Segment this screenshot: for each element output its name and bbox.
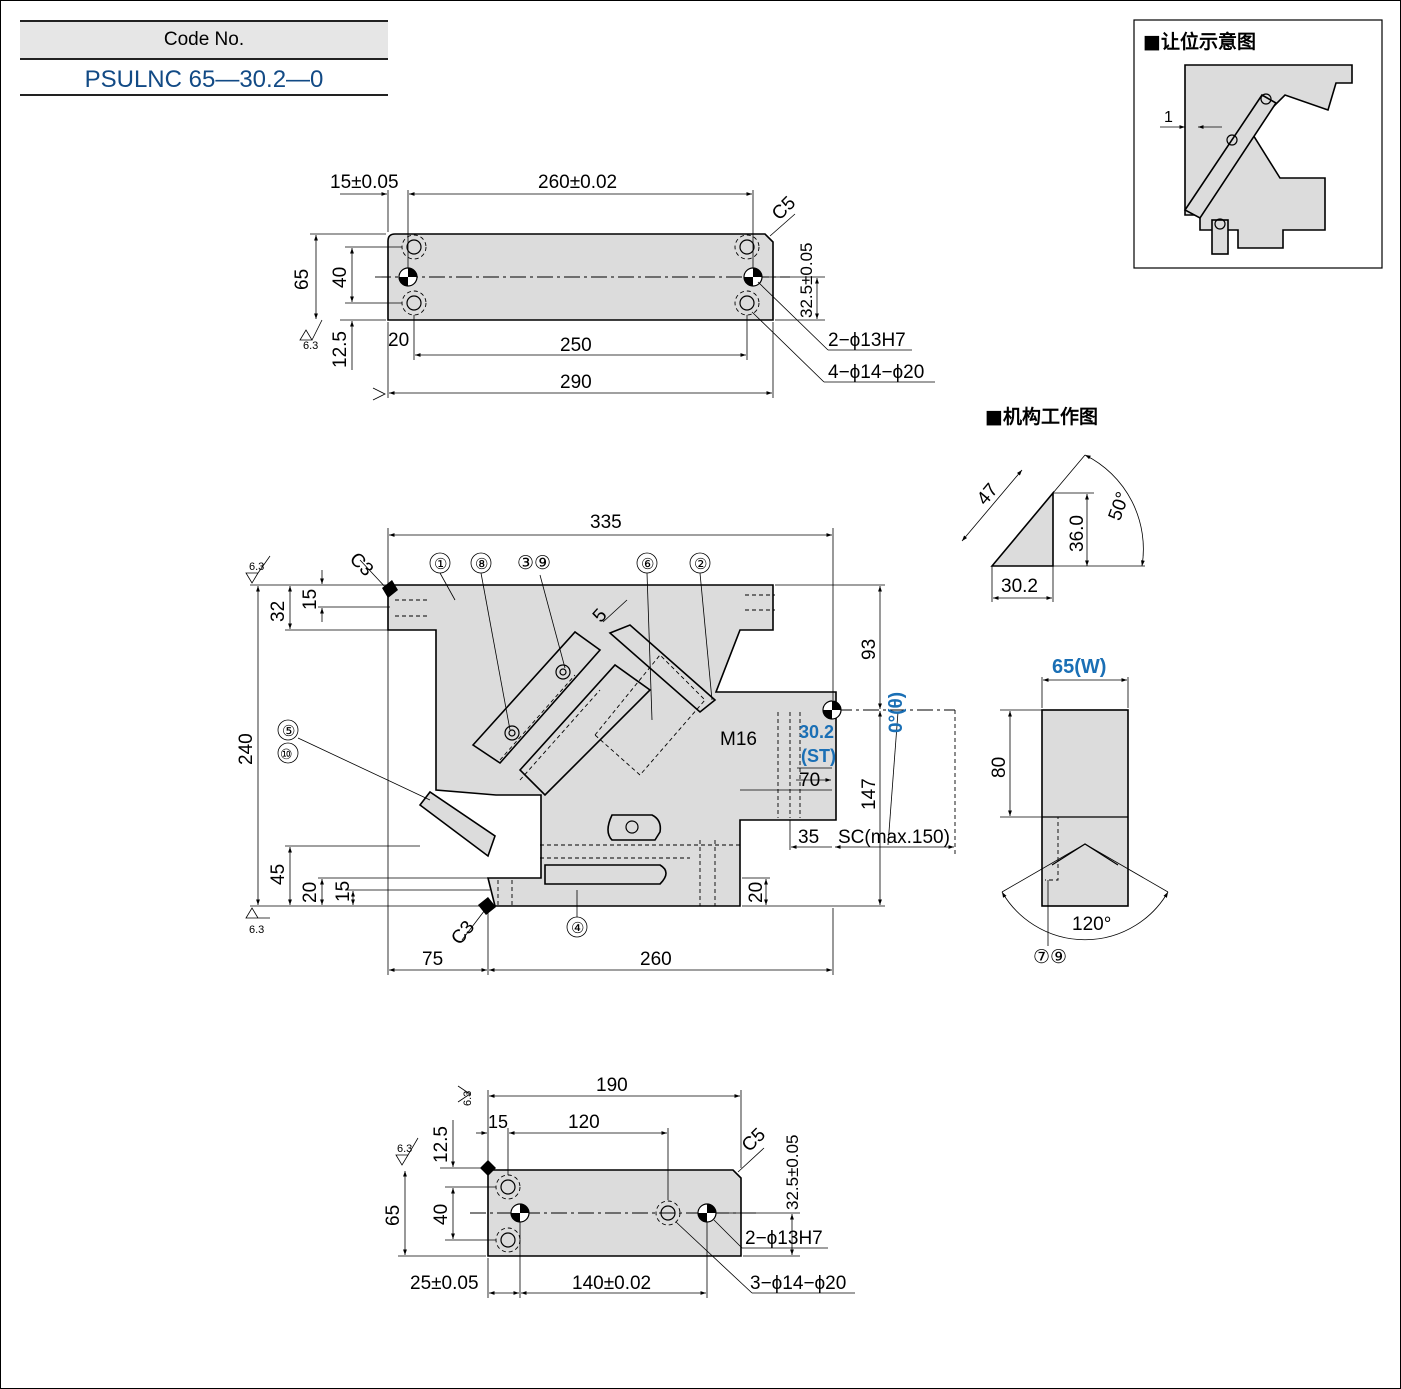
mechanism-inset: ■机构工作图 47 36.0 50° 30.2 <box>961 405 1145 602</box>
top-roughness: 6.3 <box>303 340 318 352</box>
bottom-view: 190 15 120 C5 6.3 6.3 12.5 65 40 32.5±0.… <box>383 1075 855 1298</box>
thread-label: M16 <box>720 729 757 750</box>
front-d15-top: 15 <box>300 589 321 610</box>
callout-1: ① <box>434 556 447 573</box>
mech-height: 36.0 <box>1067 515 1088 552</box>
callout-10: ⑩ <box>280 746 293 762</box>
front-d20-left: 20 <box>300 882 321 903</box>
front-d15-left: 15 <box>333 881 354 902</box>
top-d32-5: 32.5±0.05 <box>797 242 816 318</box>
mech-stroke: 30.2 <box>1001 576 1038 597</box>
front-roughness-top: 6.3 <box>249 561 264 573</box>
bottom-d190: 190 <box>596 1075 628 1096</box>
front-chamfer-bottom: C3 <box>447 917 479 949</box>
clearance-inset: ■让位示意图 1 <box>1133 19 1383 269</box>
bottom-roughness-left: 6.3 <box>397 1143 412 1155</box>
code-table: Code No. PSULNC 65—30.2—0 <box>20 20 388 96</box>
top-d40: 40 <box>330 267 351 288</box>
bottom-d25: 25±0.05 <box>410 1273 479 1294</box>
front-d70: 70 <box>799 770 820 791</box>
mech-slide: 47 <box>973 480 1003 510</box>
bottom-d12-5: 12.5 <box>431 1126 452 1163</box>
top-bolt-holes: 4−ϕ14−ϕ20 <box>828 362 924 383</box>
code-value: PSULNC 65—30.2—0 <box>20 60 388 96</box>
top-d290: 290 <box>560 372 592 393</box>
side-height: 80 <box>989 757 1010 778</box>
top-pin-holes: 2−ϕ13H7 <box>828 330 906 351</box>
top-chamfer: C5 <box>768 193 800 225</box>
mechanism-title: ■机构工作图 <box>985 405 1098 428</box>
top-d250: 250 <box>560 335 592 356</box>
front-d335: 335 <box>590 512 622 533</box>
callout-8: ⑧ <box>475 556 488 573</box>
side-view: 65(W) 80 120° ⑦⑨ <box>989 656 1169 968</box>
bottom-d15: 15 <box>488 1112 508 1132</box>
front-view: M16 335 ① ⑧ ③⑨ ⑥ ② ⑤ ⑩ ④ C3 C3 <box>236 512 956 975</box>
bottom-bolt-holes: 3−ϕ14−ϕ20 <box>750 1273 846 1294</box>
front-d20-right: 20 <box>746 882 767 903</box>
bottom-d65: 65 <box>383 1205 404 1226</box>
callout-3-9: ③⑨ <box>517 553 551 574</box>
callout-2: ② <box>694 556 707 573</box>
bottom-d32-5: 32.5±0.05 <box>783 1134 802 1210</box>
top-holes <box>398 234 763 316</box>
front-sc: SC(max.150) <box>838 827 950 848</box>
front-roughness-bottom: 6.3 <box>249 924 264 936</box>
mech-angle: 50° <box>1105 489 1135 523</box>
front-stroke: 30.2 <box>799 722 834 742</box>
front-d45: 45 <box>268 864 289 885</box>
front-chamfer-top: C3 <box>345 549 377 581</box>
bottom-d40: 40 <box>431 1204 452 1225</box>
front-stroke-tag: (ST) <box>801 746 836 766</box>
bottom-d120: 120 <box>568 1112 600 1133</box>
callout-5: ⑤ <box>282 723 295 740</box>
front-d240: 240 <box>236 733 257 765</box>
top-d15: 15±0.05 <box>330 172 399 193</box>
top-d20: 20 <box>388 330 409 351</box>
callout-4: ④ <box>571 920 584 937</box>
code-header: Code No. <box>20 20 388 60</box>
top-d12-5: 12.5 <box>330 331 351 368</box>
callouts: ① ⑧ ③⑨ ⑥ ② ⑤ ⑩ ④ <box>277 552 713 938</box>
front-d147: 147 <box>859 778 880 810</box>
width-label: 65(W) <box>1052 656 1106 678</box>
clearance-title: ■让位示意图 <box>1143 30 1256 53</box>
bottom-chamfer: C5 <box>738 1124 770 1156</box>
bottom-pin-holes: 2−ϕ13H7 <box>745 1228 823 1249</box>
side-angle: 120° <box>1072 914 1111 935</box>
front-angle: 0°(θ) <box>886 692 907 733</box>
callout-6: ⑥ <box>641 556 654 573</box>
bottom-d140: 140±0.02 <box>572 1273 651 1294</box>
top-d260: 260±0.02 <box>538 172 617 193</box>
top-view: 15±0.05 260±0.02 C5 65 40 32.5±0.05 12.5… <box>292 172 935 401</box>
front-d35: 35 <box>798 827 819 848</box>
clearance-dim: 1 <box>1164 109 1173 126</box>
top-d65: 65 <box>292 269 313 290</box>
bottom-roughness-top: 6.3 <box>462 1091 474 1106</box>
front-d32: 32 <box>268 601 289 622</box>
front-d260: 260 <box>640 949 672 970</box>
side-parts: ⑦⑨ <box>1033 947 1067 968</box>
front-d75: 75 <box>422 949 443 970</box>
front-d93: 93 <box>859 639 880 660</box>
